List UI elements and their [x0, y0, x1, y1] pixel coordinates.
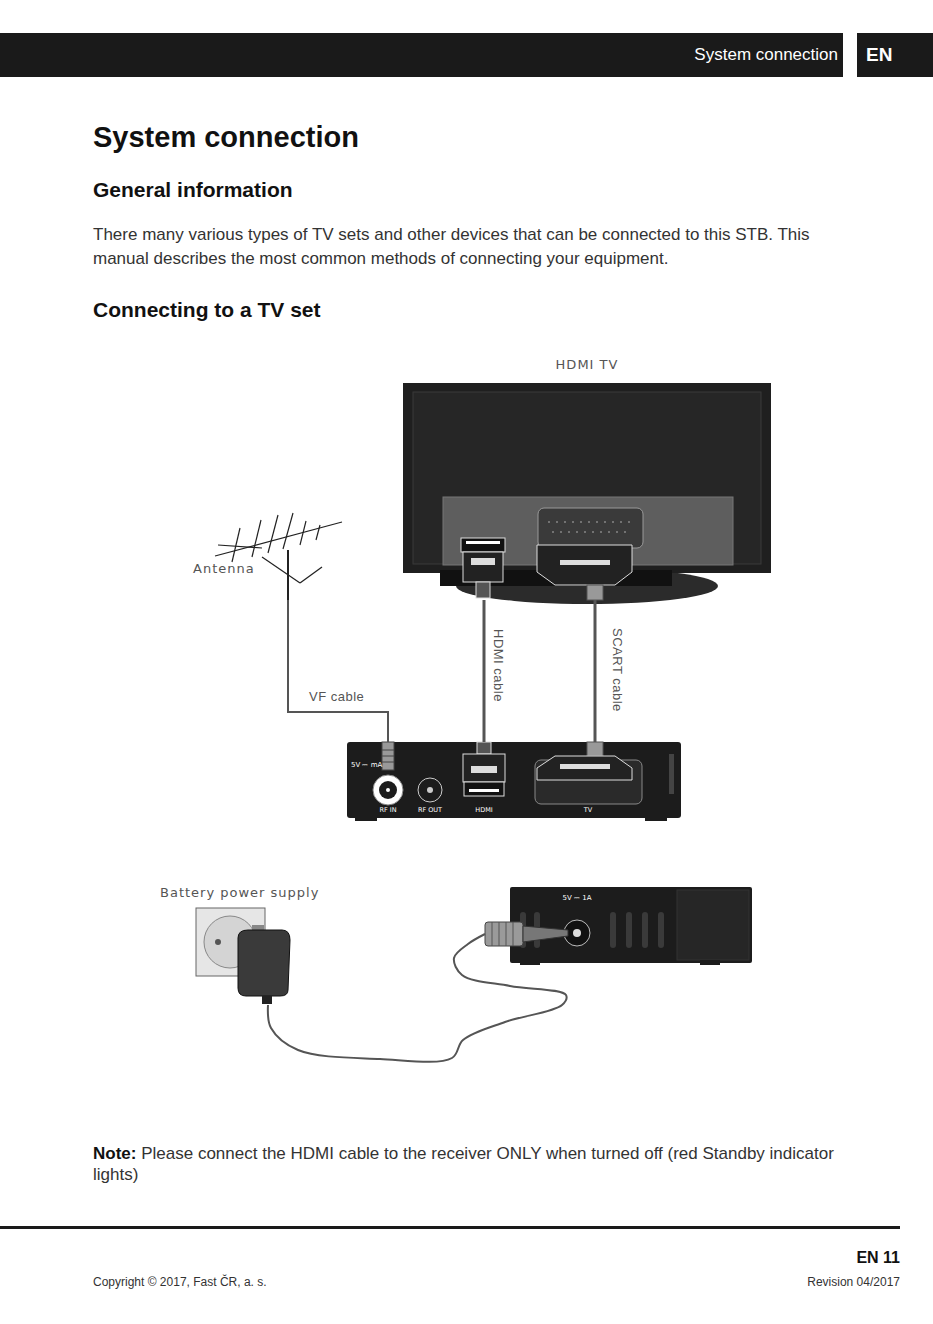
section-heading: Connecting to a TV set [93, 298, 321, 322]
receiver-side-panel: 5V ⎓ 1A [485, 887, 752, 963]
scart-cable [594, 600, 597, 742]
node-label: Antenna [193, 561, 255, 576]
footer-rule [0, 1226, 900, 1229]
port-label: RF OUT [410, 806, 450, 814]
header-bar [0, 33, 843, 77]
section-heading: General information [93, 178, 293, 202]
power-supply: Battery power supply [155, 882, 321, 1005]
language-tab: EN [866, 44, 892, 66]
note-label: Note: [93, 1144, 136, 1163]
hdmi-cable [483, 600, 486, 742]
node-label: 5V ⎓ 1A [549, 894, 605, 902]
port-label: HDMI [464, 806, 504, 814]
node-label: 5V ⎓ mA [351, 761, 382, 769]
page-number: EN 11 [780, 1249, 900, 1267]
tv-set: HDMI TV [403, 356, 773, 600]
port-label: RF IN [368, 806, 408, 814]
cable-label: HDMI cable [491, 628, 506, 703]
page-title: System connection [93, 121, 359, 154]
cable-label: VF cable [308, 689, 365, 704]
port-label: TV [568, 806, 608, 814]
antenna: Antenna [190, 515, 345, 600]
space [136, 1144, 141, 1163]
power-supply-illustration [196, 908, 290, 1004]
receiver-back-panel: 5V ⎓ mA RF INRF OUT HDMI TV [347, 742, 681, 818]
copyright: Copyright © 2017, Fast ČR, a. s. [93, 1275, 267, 1289]
body-paragraph: There many various types of TV sets and … [93, 223, 828, 271]
header-tab [857, 33, 933, 77]
power-cable [268, 934, 567, 1062]
tv-illustration [403, 383, 771, 604]
receiver-side-illustration [485, 887, 752, 965]
header-text: System connection [600, 45, 838, 65]
revision: Revision 04/2017 [740, 1275, 900, 1289]
node-label: Battery power supply [160, 885, 319, 900]
note-text: Please connect the HDMI cable to the rec… [93, 1144, 834, 1184]
node-label: HDMI TV [403, 357, 771, 372]
cable-label: SCART cable [610, 627, 625, 713]
coax-cable [288, 600, 388, 742]
note-paragraph: Note: Please connect the HDMI cable to t… [93, 1143, 838, 1185]
antenna-illustration [215, 513, 342, 600]
receiver-back-illustration [347, 742, 681, 821]
